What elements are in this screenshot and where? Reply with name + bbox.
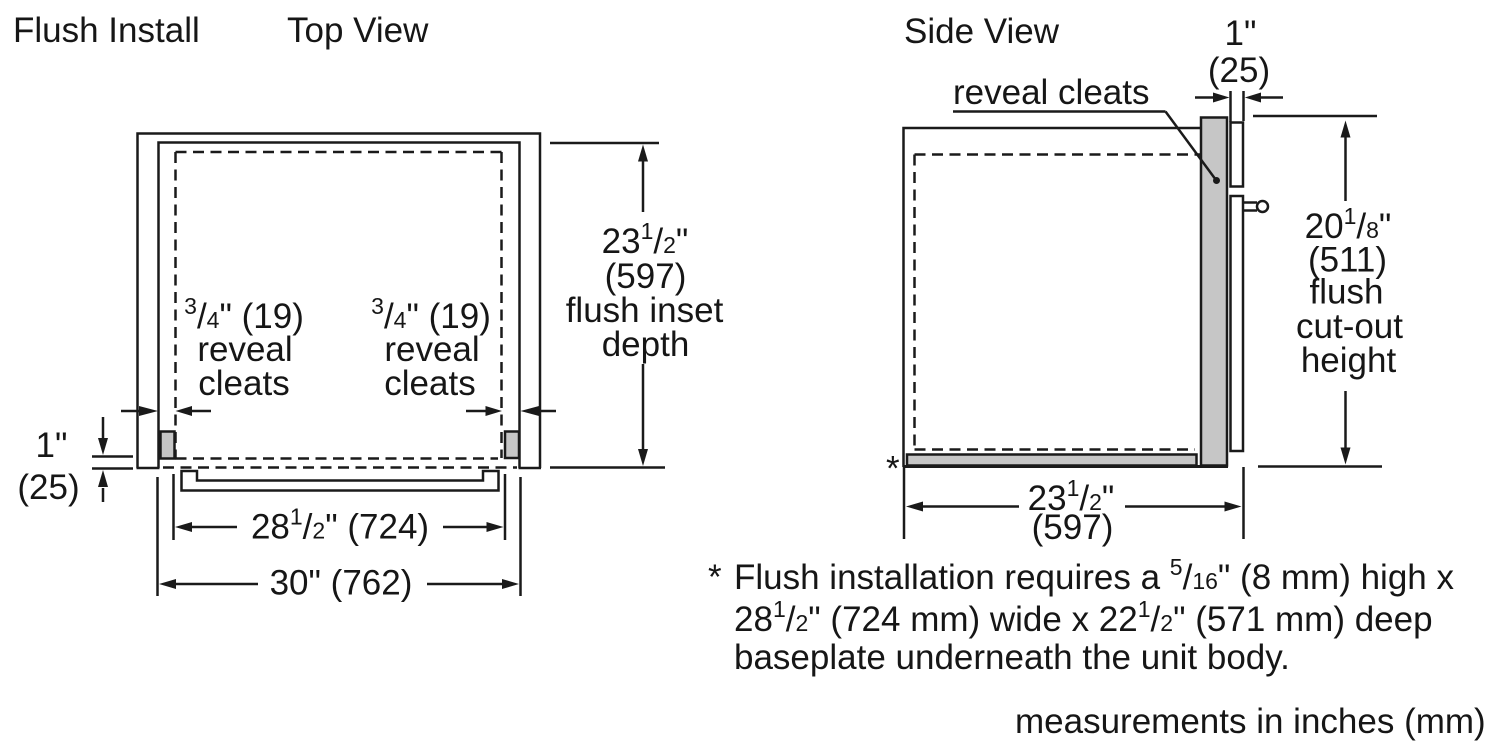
svg-text:(25): (25) <box>17 468 79 507</box>
svg-text:depth: depth <box>602 325 690 364</box>
svg-text:cut-out: cut-out <box>1296 307 1403 346</box>
svg-text:measurements in inches (mm): measurements in inches (mm) <box>1015 702 1486 741</box>
svg-text:(597): (597) <box>605 257 687 296</box>
svg-text:reveal cleats: reveal cleats <box>953 73 1149 112</box>
svg-text:baseplate underneath the unit: baseplate underneath the unit body. <box>734 638 1290 677</box>
svg-text:1": 1" <box>36 426 68 465</box>
svg-text:3/4" (19): 3/4" (19) <box>184 293 304 336</box>
svg-text:Flush Install: Flush Install <box>13 11 200 50</box>
svg-text:Top View: Top View <box>287 11 429 50</box>
svg-text:281/2" (724 mm) wide x 221/2": 281/2" (724 mm) wide x 221/2" (571 mm) d… <box>734 596 1433 639</box>
svg-text:30" (762): 30" (762) <box>270 564 413 603</box>
svg-text:flush: flush <box>1310 273 1384 312</box>
svg-text:height: height <box>1301 341 1397 380</box>
svg-text:Side View: Side View <box>904 12 1060 51</box>
svg-text:3/4" (19): 3/4" (19) <box>371 293 491 336</box>
svg-text:(597): (597) <box>1032 508 1114 547</box>
svg-text:Flush installation requires a: Flush installation requires a 5/16" (8 m… <box>734 554 1454 597</box>
svg-text:281/2" (724): 281/2" (724) <box>251 504 429 547</box>
svg-text:cleats: cleats <box>384 364 475 403</box>
svg-text:1": 1" <box>1225 14 1257 53</box>
svg-text:reveal: reveal <box>384 330 479 369</box>
svg-text:*: * <box>708 558 722 597</box>
svg-text:(511): (511) <box>1308 241 1387 280</box>
svg-text:*: * <box>886 450 900 489</box>
svg-text:cleats: cleats <box>198 364 289 403</box>
svg-text:reveal: reveal <box>197 330 292 369</box>
svg-text:(25): (25) <box>1208 51 1270 90</box>
svg-text:flush inset: flush inset <box>566 291 724 330</box>
